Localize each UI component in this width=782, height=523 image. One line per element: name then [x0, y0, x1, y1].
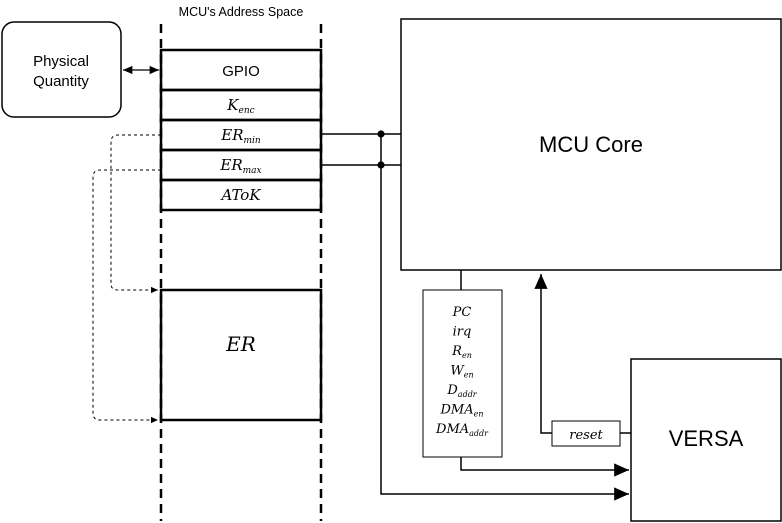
er-label: ER — [225, 332, 256, 356]
address-space-title: MCU's Address Space — [179, 5, 304, 19]
ermin-pointer-line — [110, 134, 161, 294]
gpio-label: GPIO — [222, 63, 260, 80]
signal-label: PC — [452, 305, 472, 320]
versa-box — [630, 358, 782, 522]
mcu-core-label: MCU Core — [539, 132, 643, 157]
kenc-label: Kenc — [226, 96, 254, 116]
ermin-label: ERmin — [220, 126, 261, 146]
signals-box — [422, 289, 503, 458]
ermax-label: ERmax — [219, 156, 261, 176]
signal-label: DMAaddr — [435, 422, 489, 438]
signal-label: irq — [453, 325, 472, 340]
junction-dot-ermin — [377, 130, 385, 138]
reset-label-box — [551, 420, 621, 447]
versa-reset-to-mcu-wire — [534, 274, 631, 434]
reset-label: reset — [569, 428, 603, 443]
signal-label: Ren — [451, 344, 472, 360]
junction-dot-ermax — [377, 161, 385, 169]
versa-label: VERSA — [669, 426, 744, 451]
signal-label: Daddr — [446, 383, 477, 399]
atok-label: AToK — [219, 186, 261, 204]
er-region — [159, 288, 323, 422]
signal-label: Wen — [450, 364, 473, 380]
signal-label: DMAen — [439, 403, 483, 419]
atok-region — [159, 178, 323, 212]
mcu-core-box — [400, 18, 782, 271]
physical-quantity-box — [1, 21, 122, 118]
ermax-pointer-line — [92, 169, 161, 424]
ermin-to-versa-wire — [321, 133, 629, 501]
signals-to-versa-wire — [460, 457, 629, 477]
